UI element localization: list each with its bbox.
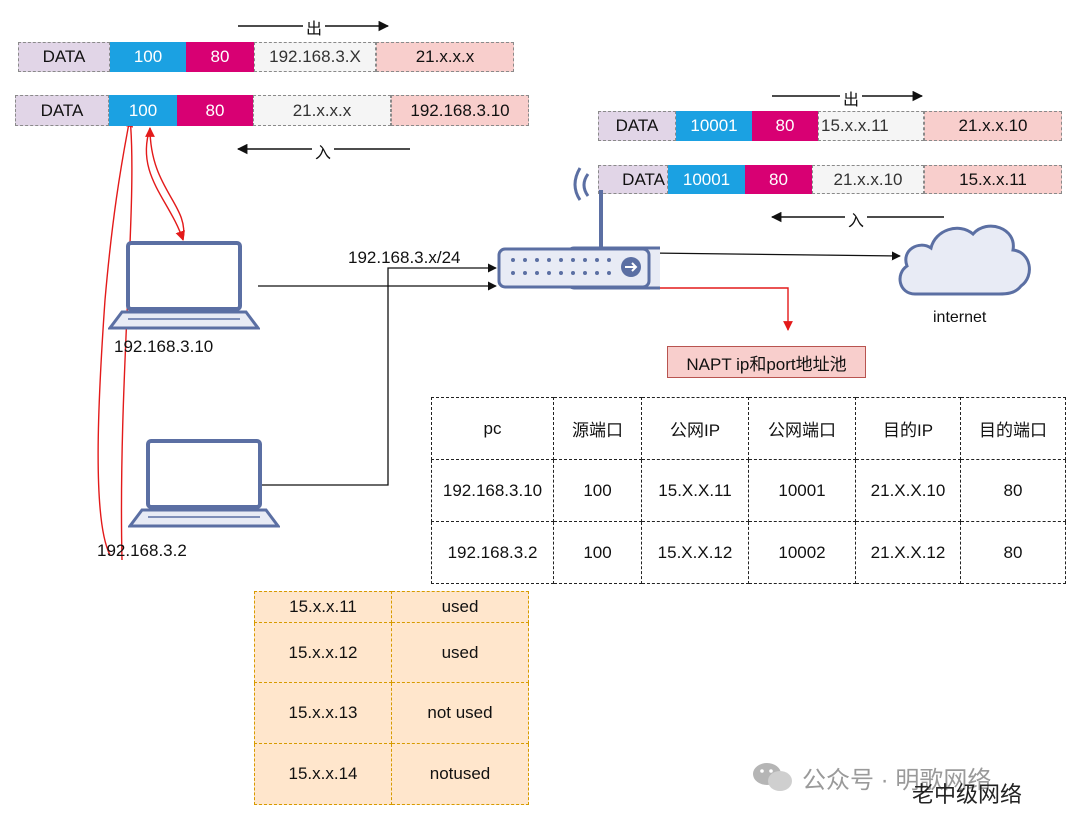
packet-dst-ip: 21.x.x.x xyxy=(376,42,514,72)
in-label-left: 入 xyxy=(312,139,335,163)
table-cell: 192.168.3.10 xyxy=(431,459,554,522)
pool-ip: 15.x.x.14 xyxy=(254,743,392,805)
router-to-pool-arrow xyxy=(640,287,793,331)
packet-dst-ip: 192.168.3.10 xyxy=(391,95,529,126)
column-header: 目的端口 xyxy=(960,397,1066,460)
column-header: 目的IP xyxy=(855,397,961,460)
pc2-link xyxy=(258,263,497,486)
internet-label: internet xyxy=(933,309,987,326)
pool-status: used xyxy=(391,622,529,683)
packet-src-port: 10001 xyxy=(676,111,752,141)
srcport-to-pc1-arrow xyxy=(145,127,185,241)
table-cell: 15.X.X.12 xyxy=(641,521,749,584)
pool-row: 15.x.x.12 used xyxy=(254,622,529,683)
table-cell: 15.X.X.11 xyxy=(641,459,749,522)
watermark-text: 公众号 · 明歌网络 xyxy=(802,767,992,794)
packet-src-port: 100 xyxy=(110,42,186,72)
table-cell: 100 xyxy=(553,459,642,522)
packet-src-ip: 15.x.x.11 xyxy=(818,111,924,141)
pool-status: not used xyxy=(391,682,529,744)
packet-src-port: 10001 xyxy=(668,165,745,194)
packet-src-ip: 21.x.x.10 xyxy=(812,165,924,194)
packet-src-ip: 192.168.3.X xyxy=(254,42,376,72)
table-row: 192.168.3.10 100 15.X.X.11 10001 21.X.X.… xyxy=(431,459,1066,522)
wechat-icon xyxy=(753,763,792,791)
table-cell: 80 xyxy=(960,459,1066,522)
packet-src-port: 100 xyxy=(109,95,177,126)
table-cell: 80 xyxy=(960,521,1066,584)
packet-data-cell: DATA xyxy=(598,111,676,141)
address-pool-table: 15.x.x.11 used 15.x.x.12 used 15.x.x.13 … xyxy=(254,591,529,805)
column-header: 源端口 xyxy=(553,397,642,460)
packet-dst-port: 80 xyxy=(752,111,818,141)
wan-link xyxy=(649,251,901,261)
column-header: 公网端口 xyxy=(748,397,856,460)
pc2-ip-label: 192.168.3.2 xyxy=(97,541,187,560)
pool-ip: 15.x.x.13 xyxy=(254,682,392,744)
napt-title: NAPT ip和port地址池 xyxy=(667,346,866,378)
pool-status: notused xyxy=(391,743,529,805)
packet-dst-ip: 21.x.x.10 xyxy=(924,111,1062,141)
table-cell: 100 xyxy=(553,521,642,584)
pool-row: 15.x.x.13 not used xyxy=(254,682,529,744)
packet-data-cell: DATA xyxy=(15,95,109,126)
table-cell: 10001 xyxy=(748,459,856,522)
pool-row: 15.x.x.14 notused xyxy=(254,743,529,805)
pc1-ip-label: 192.168.3.10 xyxy=(114,337,214,356)
table-cell: 10002 xyxy=(748,521,856,584)
pc1-to-srcport-arrow xyxy=(145,127,185,241)
table-row: 192.168.3.2 100 15.X.X.12 10002 21.X.X.1… xyxy=(431,521,1066,584)
table-header-row: pc 源端口 公网IP 公网端口 目的IP 目的端口 xyxy=(431,397,1066,460)
pool-ip: 15.x.x.12 xyxy=(254,622,392,683)
packet-data-cell: DATA xyxy=(18,42,110,72)
packet-dst-ip: 15.x.x.11 xyxy=(924,165,1062,194)
pool-status: used xyxy=(391,591,529,623)
pool-row: 15.x.x.11 used xyxy=(254,591,529,623)
column-header: 公网IP xyxy=(641,397,749,460)
in-label-right: 入 xyxy=(845,207,868,231)
table-cell: 192.168.3.2 xyxy=(431,521,554,584)
packet-data-cell: DATA xyxy=(598,165,668,194)
packet-src-ip: 21.x.x.x xyxy=(253,95,391,126)
out-label-left: 出 xyxy=(303,15,326,39)
laptop-icon xyxy=(128,439,280,528)
router-body-icon xyxy=(497,247,651,289)
laptop-icon xyxy=(108,241,260,330)
out-label-right: 出 xyxy=(840,86,863,110)
packet-dst-port: 80 xyxy=(186,42,254,72)
table-cell: 21.X.X.10 xyxy=(855,459,961,522)
cloud-icon xyxy=(898,224,1031,296)
pool-ip: 15.x.x.11 xyxy=(254,591,392,623)
packet-dst-port: 80 xyxy=(177,95,253,126)
watermark-text: 老中级网络 xyxy=(912,782,1023,807)
table-cell: 21.X.X.12 xyxy=(855,521,961,584)
column-header: pc xyxy=(431,397,554,460)
napt-table: pc 源端口 公网IP 公网端口 目的IP 目的端口 192.168.3.10 … xyxy=(431,397,1066,584)
packet-dst-port: 80 xyxy=(745,165,812,194)
subnet-label: 192.168.3.x/24 xyxy=(348,248,461,267)
pc2-to-srcport-arrow xyxy=(97,117,134,556)
